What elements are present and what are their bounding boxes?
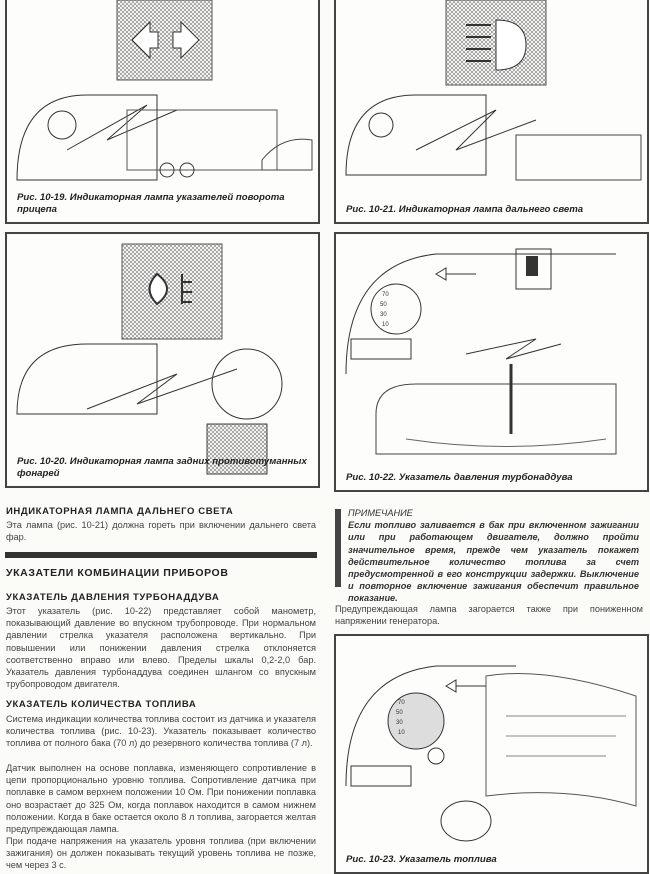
heading-fuel-gauge: УКАЗАТЕЛЬ КОЛИЧЕСТВА ТОПЛИВА [6, 699, 197, 710]
gauge-label: 50 [380, 302, 387, 308]
section-divider [5, 552, 317, 558]
heading-high-beam: ИНДИКАТОРНАЯ ЛАМПА ДАЛЬНЕГО СВЕТА [6, 506, 234, 517]
gauge-label: 70 [398, 700, 405, 706]
trailer-turn-indicator-illustration [16, 0, 313, 181]
rear-fog-light-indicator-illustration [16, 243, 283, 475]
figure-10-23: 70 50 30 10 Рис. 10-23. Указатель топлив… [334, 634, 649, 874]
figure-caption: Рис. 10-19. Индикаторная лампа указателе… [17, 192, 285, 215]
paragraph-fuel-1: Система индикации количества топлива сос… [6, 714, 316, 749]
heading-boost-gauge: УКАЗАТЕЛЬ ДАВЛЕНИЯ ТУРБОНАДДУВА [6, 592, 220, 603]
figure-caption: Рис. 10-20. Индикаторная лампа задних пр… [17, 456, 307, 479]
high-beam-indicator-illustration [345, 0, 642, 181]
note-marker [335, 509, 341, 587]
note-text: Если топливо заливается в бак при включе… [348, 520, 639, 604]
gauge-label: 30 [396, 720, 403, 726]
note-title: ПРИМЕЧАНИЕ [348, 508, 413, 518]
paragraph-boost-gauge: Этот указатель (рис. 10-22) представляет… [6, 606, 316, 690]
gauge-label: 10 [382, 322, 389, 328]
paragraph-fuel-3: При подаче напряжения на указатель уровн… [6, 836, 316, 871]
figure-10-19: Рис. 10-19. Индикаторная лампа указателе… [5, 0, 320, 224]
figure-10-20: Рис. 10-20. Индикаторная лампа задних пр… [5, 232, 320, 488]
figure-caption: Рис. 10-22. Указатель давления турбонадд… [346, 472, 573, 483]
figure-10-22: 70 50 30 10 Рис. 10-22. Указатель давлен… [334, 232, 649, 492]
note-box: ПРИМЕЧАНИЕ Если топливо заливается в бак… [335, 505, 643, 603]
figure-caption: Рис. 10-21. Индикаторная лампа дальнего … [346, 204, 584, 215]
figure-caption: Рис. 10-23. Указатель топлива [346, 854, 527, 866]
turbo-boost-gauge-illustration [345, 248, 617, 455]
figure-10-21: Рис. 10-21. Индикаторная лампа дальнего … [334, 0, 649, 224]
heading-instruments: УКАЗАТЕЛИ КОМБИНАЦИИ ПРИБОРОВ [6, 567, 229, 579]
paragraph-fuel-2: Датчик выполнен на основе поплавка, изме… [6, 763, 316, 835]
gauge-label: 70 [382, 292, 389, 298]
paragraph-high-beam: Эта лампа (рис. 10-21) должна гореть при… [6, 520, 316, 543]
gauge-label: 50 [396, 710, 403, 716]
paragraph-warning-lamp: Предупреждающая лампа загорается также п… [335, 604, 643, 627]
fuel-gauge-illustration [345, 665, 637, 842]
gauge-label: 30 [380, 312, 387, 318]
gauge-label: 10 [398, 730, 405, 736]
